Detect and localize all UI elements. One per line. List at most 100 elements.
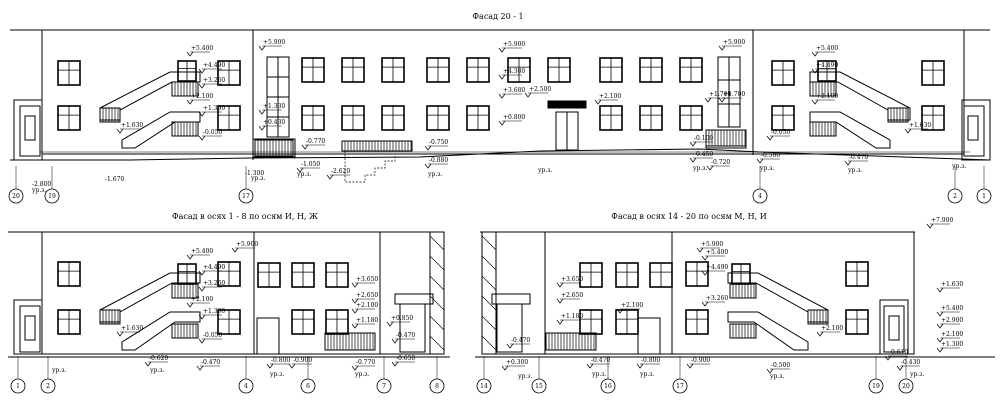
elevation-mark: -0.050 xyxy=(766,129,790,141)
svg-text:+0.800: +0.800 xyxy=(503,114,525,121)
window xyxy=(599,57,623,83)
svg-text:+4.490: +4.490 xyxy=(706,264,728,271)
axis-bubble: 2 xyxy=(947,166,963,204)
svg-text:ур.з.: ур.з. xyxy=(770,373,785,380)
elevation-mark: +2.500 xyxy=(524,86,551,98)
elevation-mark: -0.500 xyxy=(756,152,780,164)
svg-text:-0.050: -0.050 xyxy=(203,332,222,339)
svg-text:-0.470: -0.470 xyxy=(396,332,415,339)
svg-text:+1.630: +1.630 xyxy=(121,122,143,129)
svg-text:-0.470: -0.470 xyxy=(591,357,610,364)
window xyxy=(217,309,241,335)
window xyxy=(381,57,405,83)
svg-text:+3.260: +3.260 xyxy=(706,295,728,302)
window xyxy=(217,105,241,131)
window xyxy=(599,105,623,131)
elevation-mark: +2.100 xyxy=(811,93,838,105)
elevation-mark: +1.300 xyxy=(936,341,963,353)
elevation-mark: +2.100 xyxy=(936,331,963,343)
window xyxy=(341,57,365,83)
svg-text:+5.400: +5.400 xyxy=(816,45,838,52)
elevation-mark: +2.100 xyxy=(616,302,643,314)
balcony-railing xyxy=(729,323,757,339)
balcony-railing xyxy=(254,139,294,157)
window xyxy=(639,57,663,83)
elevation-mark: -0.720 xyxy=(706,159,730,171)
window xyxy=(817,60,837,82)
elevation-mark: +1.180 xyxy=(556,313,583,325)
elevation-mark: +1.180 xyxy=(351,317,378,329)
window xyxy=(426,57,450,83)
axis-bubble: 15 xyxy=(531,356,547,394)
svg-text:-0.800: -0.800 xyxy=(641,357,660,364)
svg-text:ур.з.: ур.з. xyxy=(848,167,863,174)
svg-text:+1.390: +1.390 xyxy=(203,105,225,112)
window xyxy=(845,261,869,287)
top-facade: +5.400+4.490+3.260+2.100+1.390-0.050+1.6… xyxy=(8,29,992,204)
bl-stair xyxy=(99,272,201,351)
svg-text:-0.050: -0.050 xyxy=(203,129,222,136)
elevation-mark: -0.900 xyxy=(686,357,710,369)
svg-text:+5.400: +5.400 xyxy=(706,249,728,256)
svg-text:-0.100: -0.100 xyxy=(694,135,713,142)
svg-text:+2.900: +2.900 xyxy=(941,317,963,324)
elevation-mark: +4.490 xyxy=(701,264,728,276)
window xyxy=(579,309,603,335)
elevation-mark: +0.300 xyxy=(501,359,528,371)
br-cut-wall xyxy=(481,231,497,355)
svg-text:-0.620: -0.620 xyxy=(149,355,168,362)
svg-text:+2.100: +2.100 xyxy=(941,331,963,338)
svg-text:+5.900: +5.900 xyxy=(236,241,258,248)
elevation-mark: -0.500 xyxy=(766,362,790,374)
balcony-railing xyxy=(171,283,199,299)
elevation-mark: +0.850 xyxy=(386,315,413,327)
svg-text:+5.900: +5.900 xyxy=(701,241,723,248)
window xyxy=(426,105,450,131)
elevation-mark: +2.100 xyxy=(351,302,378,314)
elevation-mark: -0.470 xyxy=(391,332,415,344)
svg-text:+1.390: +1.390 xyxy=(203,308,225,315)
svg-text:+1.630: +1.630 xyxy=(941,281,963,288)
svg-text:+2.100: +2.100 xyxy=(821,325,843,332)
axis-bubble: 4 xyxy=(752,166,768,204)
window xyxy=(381,105,405,131)
svg-text:+0.430: +0.430 xyxy=(263,119,285,126)
title-facade-14-20: Фасад в осях 14 - 20 по осям М, Н, И xyxy=(611,212,766,221)
svg-text:+4.300: +4.300 xyxy=(503,68,525,75)
elevation-mark: +5.400 xyxy=(936,305,963,317)
svg-text:+1.630: +1.630 xyxy=(121,325,143,332)
svg-text:ур.з.: ур.з. xyxy=(640,371,655,378)
svg-text:14: 14 xyxy=(480,383,488,390)
title-facade-20-1: Фасад 20 - 1 xyxy=(472,12,523,21)
elevation-mark: +1.630 xyxy=(904,122,931,134)
svg-text:20: 20 xyxy=(902,383,910,390)
svg-text:-2.620: -2.620 xyxy=(331,168,350,175)
elevation-mark: +1.630 xyxy=(936,281,963,293)
ramp-railing xyxy=(341,140,413,152)
elevation-mark: -0.880 xyxy=(424,157,448,169)
elevation-mark: +4.490 xyxy=(198,264,225,276)
svg-text:19: 19 xyxy=(872,383,880,390)
elevation-mark: -0.800 xyxy=(266,357,290,369)
svg-text:ур.з.: ур.з. xyxy=(538,167,553,174)
cut-label-1: -2.800 xyxy=(32,181,51,188)
svg-text:ур.з.: ур.з. xyxy=(910,371,925,378)
elevation-mark: +5.900 xyxy=(498,41,525,53)
svg-text:ур.з.: ур.з. xyxy=(150,367,165,374)
elevation-mark: -0.770 xyxy=(351,359,375,371)
svg-text:ур.з.: ур.з. xyxy=(32,187,47,194)
balcony-railing xyxy=(171,323,199,339)
stair-right xyxy=(809,71,911,149)
svg-text:-0.450: -0.450 xyxy=(694,151,713,158)
elevation-mark: +5.900 xyxy=(696,241,723,253)
svg-text:+2.100: +2.100 xyxy=(621,302,643,309)
svg-text:20: 20 xyxy=(12,193,20,200)
svg-text:-0.750: -0.750 xyxy=(429,139,448,146)
axis-bubble: 7 xyxy=(376,356,392,394)
window xyxy=(301,105,325,131)
window xyxy=(291,309,315,335)
balcony-railing xyxy=(341,140,413,152)
